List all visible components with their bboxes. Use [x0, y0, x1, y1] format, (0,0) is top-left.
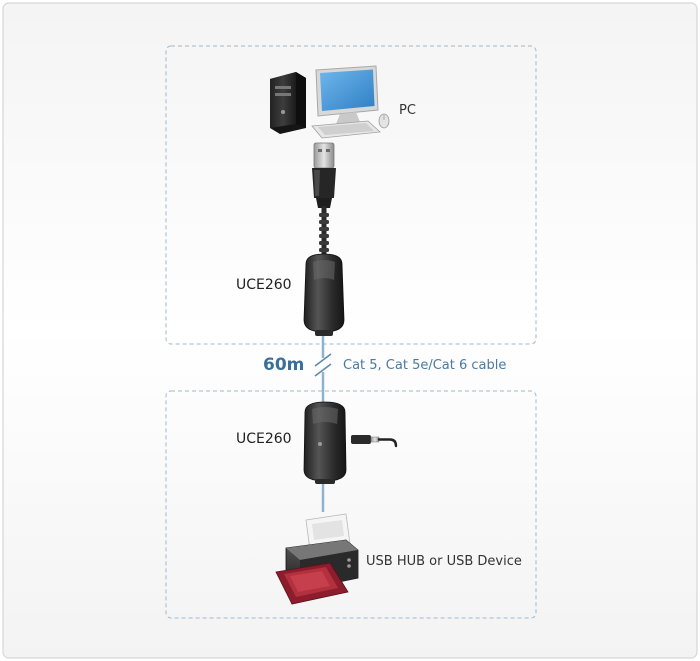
extender-remote-label: UCE260	[236, 431, 292, 447]
extender-remote-dongle-icon	[303, 401, 347, 484]
remote-unit-box	[165, 390, 537, 619]
local-unit-box	[165, 45, 537, 345]
pc-label: PC	[399, 103, 416, 118]
distance-label: 60m	[263, 355, 305, 375]
desktop-computer-icon	[270, 65, 390, 139]
extender-local-label: UCE260	[236, 277, 292, 293]
cable-type-label: Cat 5, Cat 5e/Cat 6 cable	[343, 358, 507, 373]
power-plug-icon	[351, 435, 398, 448]
usb-plug-icon	[312, 142, 336, 208]
usb-device-label: USB HUB or USB Device	[366, 554, 522, 569]
printer-icon	[275, 513, 359, 605]
extender-local-dongle-icon	[303, 253, 345, 336]
usb-cord	[319, 206, 329, 256]
cable-break-icon	[314, 353, 332, 377]
